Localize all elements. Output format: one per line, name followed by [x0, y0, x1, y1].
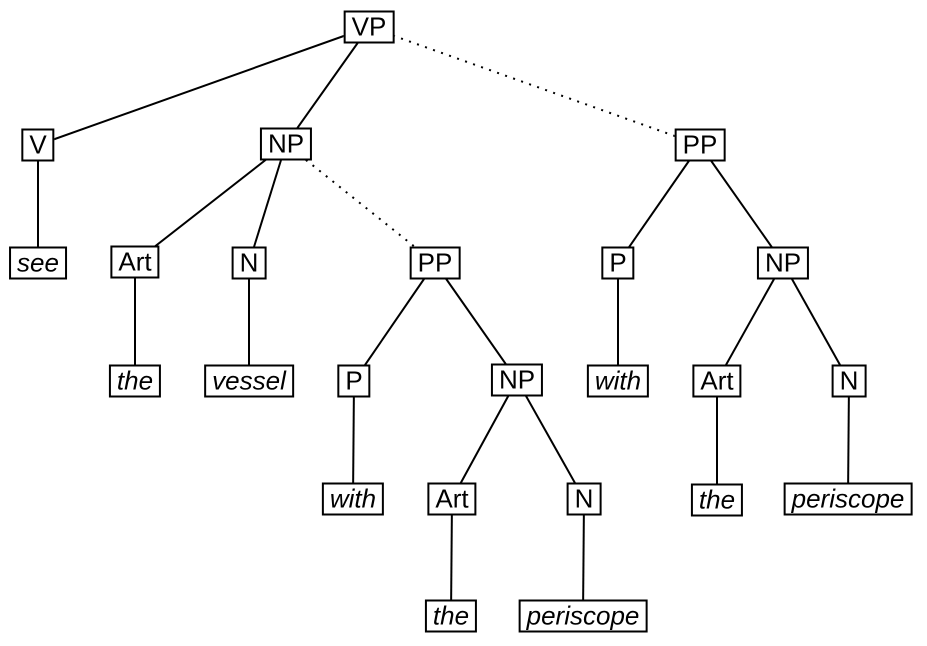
tree-node-pp-right: PP [674, 128, 726, 162]
edge-n2-periscope1 [582, 498, 585, 617]
edge-p1-with1 [352, 380, 355, 500]
tree-node-p-middle: P [337, 364, 371, 398]
edge-np1-pp1 [285, 143, 436, 264]
edge-np3-n3 [782, 262, 850, 382]
tree-node-n-2: N [566, 482, 602, 516]
tree-node-np-middle: NP [490, 363, 544, 397]
tree-node-n-3: N [831, 364, 867, 398]
tree-node-vp: VP [343, 10, 395, 44]
edge-art2-the2 [450, 498, 453, 617]
edge-vp-pp2 [368, 26, 701, 146]
tree-leaf-the-3: the [690, 483, 744, 517]
edge-np1-n1 [248, 143, 287, 264]
edge-pp1-p1 [353, 262, 436, 382]
tree-node-n-1: N [231, 246, 267, 280]
tree-leaf-with-2: with [586, 364, 650, 398]
edge-pp2-p2 [617, 144, 701, 264]
tree-leaf-with-1: with [321, 482, 385, 516]
edge-vp-v [37, 26, 370, 146]
edge-np3-art3 [716, 262, 784, 382]
tree-node-art-1: Art [110, 245, 160, 279]
tree-leaf-periscope-1: periscope [518, 599, 648, 633]
tree-node-np-object: NP [259, 127, 313, 161]
tree-leaf-see: see [9, 246, 67, 280]
edge-pp2-np3 [699, 144, 784, 264]
tree-leaf-vessel: vessel [204, 364, 294, 398]
edge-np1-art1 [134, 143, 287, 263]
tree-node-v: V [21, 128, 55, 162]
tree-leaf-the-1: the [108, 364, 162, 398]
edge-vp-np1 [285, 26, 370, 145]
tree-node-art-3: Art [692, 364, 742, 398]
tree-leaf-the-2: the [424, 599, 478, 633]
edge-pp1-np2 [434, 262, 518, 381]
tree-node-pp-middle: PP [409, 246, 461, 280]
edge-n3-periscope2 [847, 380, 850, 500]
tree-leaf-periscope-2: periscope [783, 482, 913, 516]
edge-np2-art2 [451, 379, 518, 500]
edge-np2-n2 [516, 379, 585, 500]
tree-node-p-right: P [601, 246, 635, 280]
tree-node-art-2: Art [427, 482, 477, 516]
tree-node-np-right: NP [756, 246, 810, 280]
